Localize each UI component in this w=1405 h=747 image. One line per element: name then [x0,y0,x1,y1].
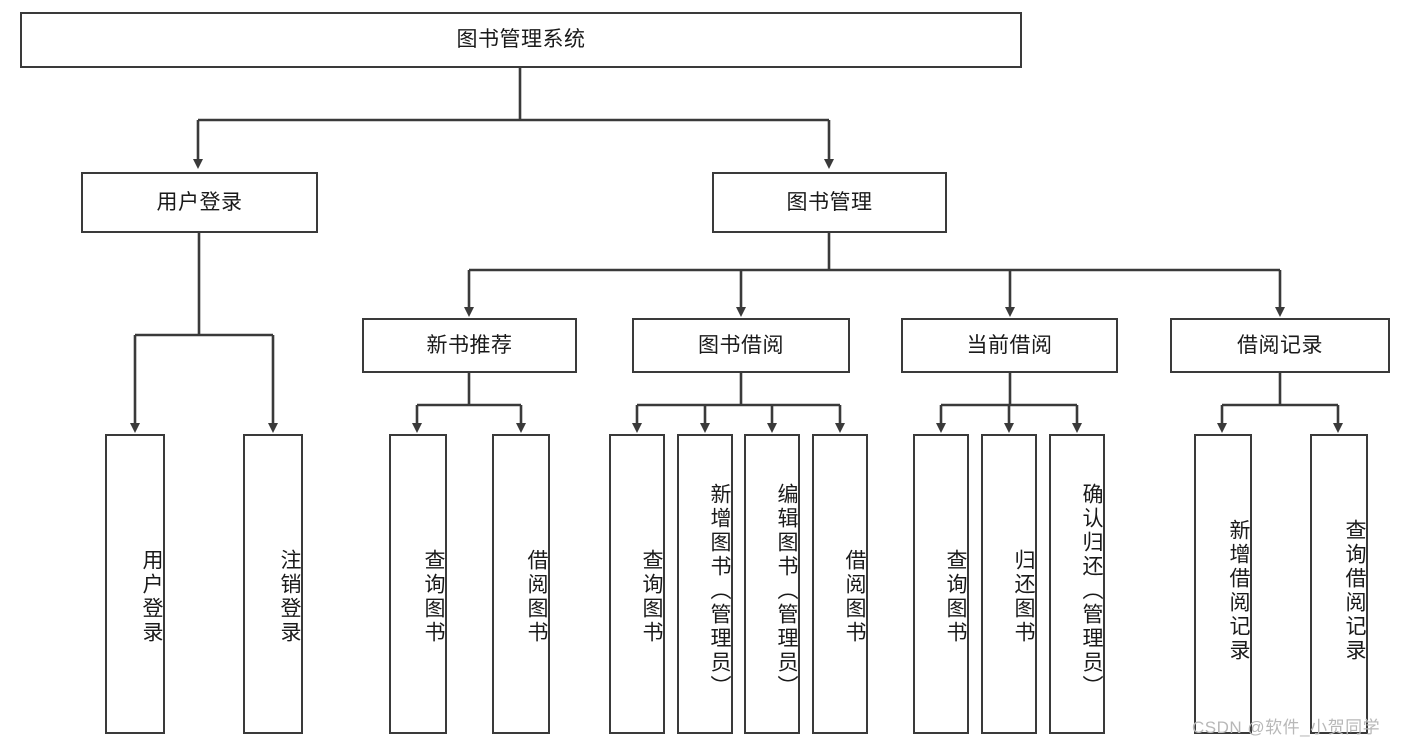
leaf-book-borrow-borrow-books[interactable]: 借阅图书 [812,434,868,734]
leaf-book-borrow-query-books[interactable]: 查询图书 [609,434,665,734]
leaf-user-login-signin[interactable]: 用户登录 [105,434,165,734]
connector-edges [130,68,1343,433]
leaf-borrow-record-add-record[interactable]: 新增借阅记录 [1194,434,1252,734]
node-user-login[interactable]: 用户登录 [81,172,318,233]
csdn-watermark: CSDN @软件_小贺同学 [1192,718,1381,737]
node-root-book-management-system[interactable]: 图书管理系统 [20,12,1022,68]
node-new-book-recommend[interactable]: 新书推荐 [362,318,577,373]
leaf-borrow-record-query-record[interactable]: 查询借阅记录 [1310,434,1368,734]
leaf-new-book-query-books[interactable]: 查询图书 [389,434,447,734]
node-book-borrow[interactable]: 图书借阅 [632,318,850,373]
leaf-current-borrow-query-books[interactable]: 查询图书 [913,434,969,734]
node-current-borrow[interactable]: 当前借阅 [901,318,1118,373]
leaf-current-borrow-confirm-return-admin[interactable]: 确认归还（管理员） [1049,434,1105,734]
leaf-book-borrow-add-book-admin[interactable]: 新增图书（管理员） [677,434,733,734]
leaf-user-login-signout[interactable]: 注销登录 [243,434,303,734]
node-book-management[interactable]: 图书管理 [712,172,947,233]
node-borrow-record[interactable]: 借阅记录 [1170,318,1390,373]
leaf-book-borrow-edit-book-admin[interactable]: 编辑图书（管理员） [744,434,800,734]
leaf-new-book-borrow-books[interactable]: 借阅图书 [492,434,550,734]
leaf-current-borrow-return-books[interactable]: 归还图书 [981,434,1037,734]
